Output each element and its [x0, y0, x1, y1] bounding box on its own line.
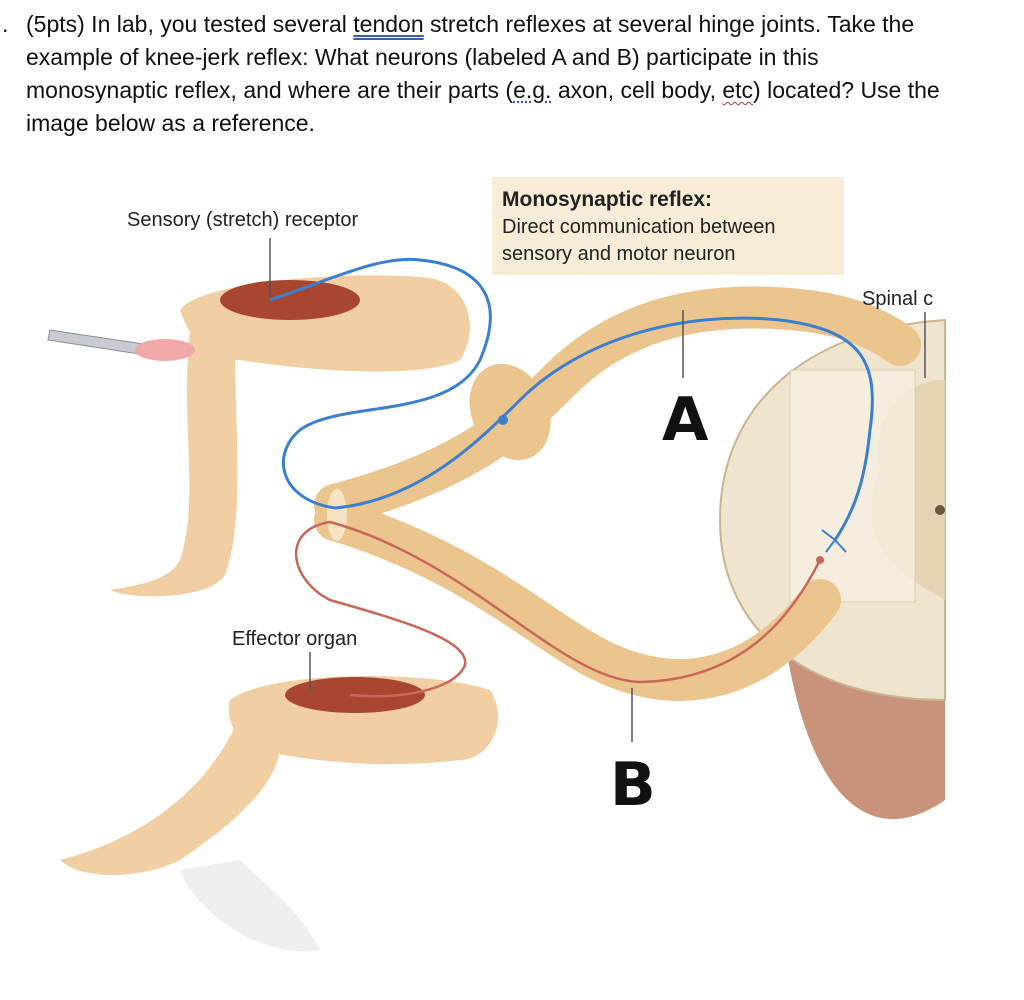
label-b: B: [610, 750, 656, 820]
question-line-2: example of knee-jerk reflex: What neuron…: [26, 41, 819, 74]
reflex-diagram: Monosynaptic reflex: Direct communicatio…: [0, 160, 1024, 1000]
callout-line-2: sensory and motor neuron: [502, 243, 735, 265]
question-line-4: image below as a reference.: [26, 107, 315, 140]
label-effector-organ: Effector organ: [232, 628, 357, 650]
lower-leg: [60, 676, 498, 951]
sensory-cell-body: [498, 415, 508, 425]
spinal-cord: [720, 320, 945, 819]
label-sensory-receptor: Sensory (stretch) receptor: [127, 209, 359, 231]
etc-text: etc: [722, 77, 753, 103]
bullet: .: [2, 8, 8, 41]
callout-line-1: Direct communication between: [502, 216, 775, 238]
label-a: A: [662, 385, 709, 455]
eg-text: e.g.: [513, 77, 551, 103]
tendon-link[interactable]: tendon: [353, 11, 423, 37]
question-line-1: (5pts) In lab, you tested several tendon…: [26, 8, 914, 41]
label-spinal-cord: Spinal c: [862, 288, 933, 310]
question-line-3: monosynaptic reflex, and where are their…: [26, 74, 940, 107]
callout-title: Monosynaptic reflex:: [502, 188, 712, 211]
motor-cell-body: [816, 556, 824, 564]
